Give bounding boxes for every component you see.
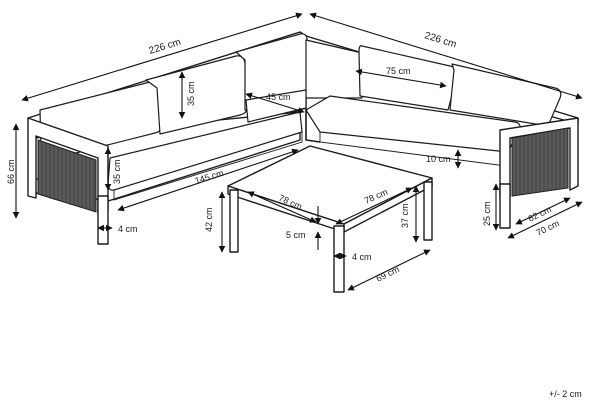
label-seat-thickness: 10 cm xyxy=(426,154,451,164)
left-arm-weave xyxy=(37,139,97,213)
label-table-depth: 69 cm xyxy=(374,264,400,284)
label-left-length: 226 cm xyxy=(148,37,183,57)
label-tolerance: +/- 2 cm xyxy=(549,389,582,399)
table-leg-front xyxy=(333,225,345,293)
dimension-lines xyxy=(12,12,583,291)
label-back-cushion-width: 75 cm xyxy=(386,66,411,76)
label-table-leg-width: 4 cm xyxy=(352,252,372,262)
table-leg-right xyxy=(423,181,433,241)
label-leg-width-left: 4 cm xyxy=(118,224,138,234)
left-front-leg xyxy=(97,195,109,245)
label-arm-depth-outer: 70 cm xyxy=(534,218,560,238)
label-total-height: 66 cm xyxy=(6,159,16,184)
label-seat-cushion-height: 35 cm xyxy=(112,159,122,184)
label-seat-height: 25 cm xyxy=(482,201,492,226)
right-back-cushion-1 xyxy=(305,39,365,99)
label-back-cushion-height: 35 cm xyxy=(186,81,196,106)
table-leg-front-left xyxy=(229,189,239,253)
label-right-length: 226 cm xyxy=(423,30,458,50)
label-table-leg-height: 37 cm xyxy=(400,203,410,228)
right-arm-weave xyxy=(511,127,569,197)
right-front-leg xyxy=(499,183,511,229)
label-table-height: 42 cm xyxy=(204,207,214,232)
label-corner-depth: 45 cm xyxy=(266,92,291,102)
label-table-top-thickness: 5 cm xyxy=(286,230,306,240)
